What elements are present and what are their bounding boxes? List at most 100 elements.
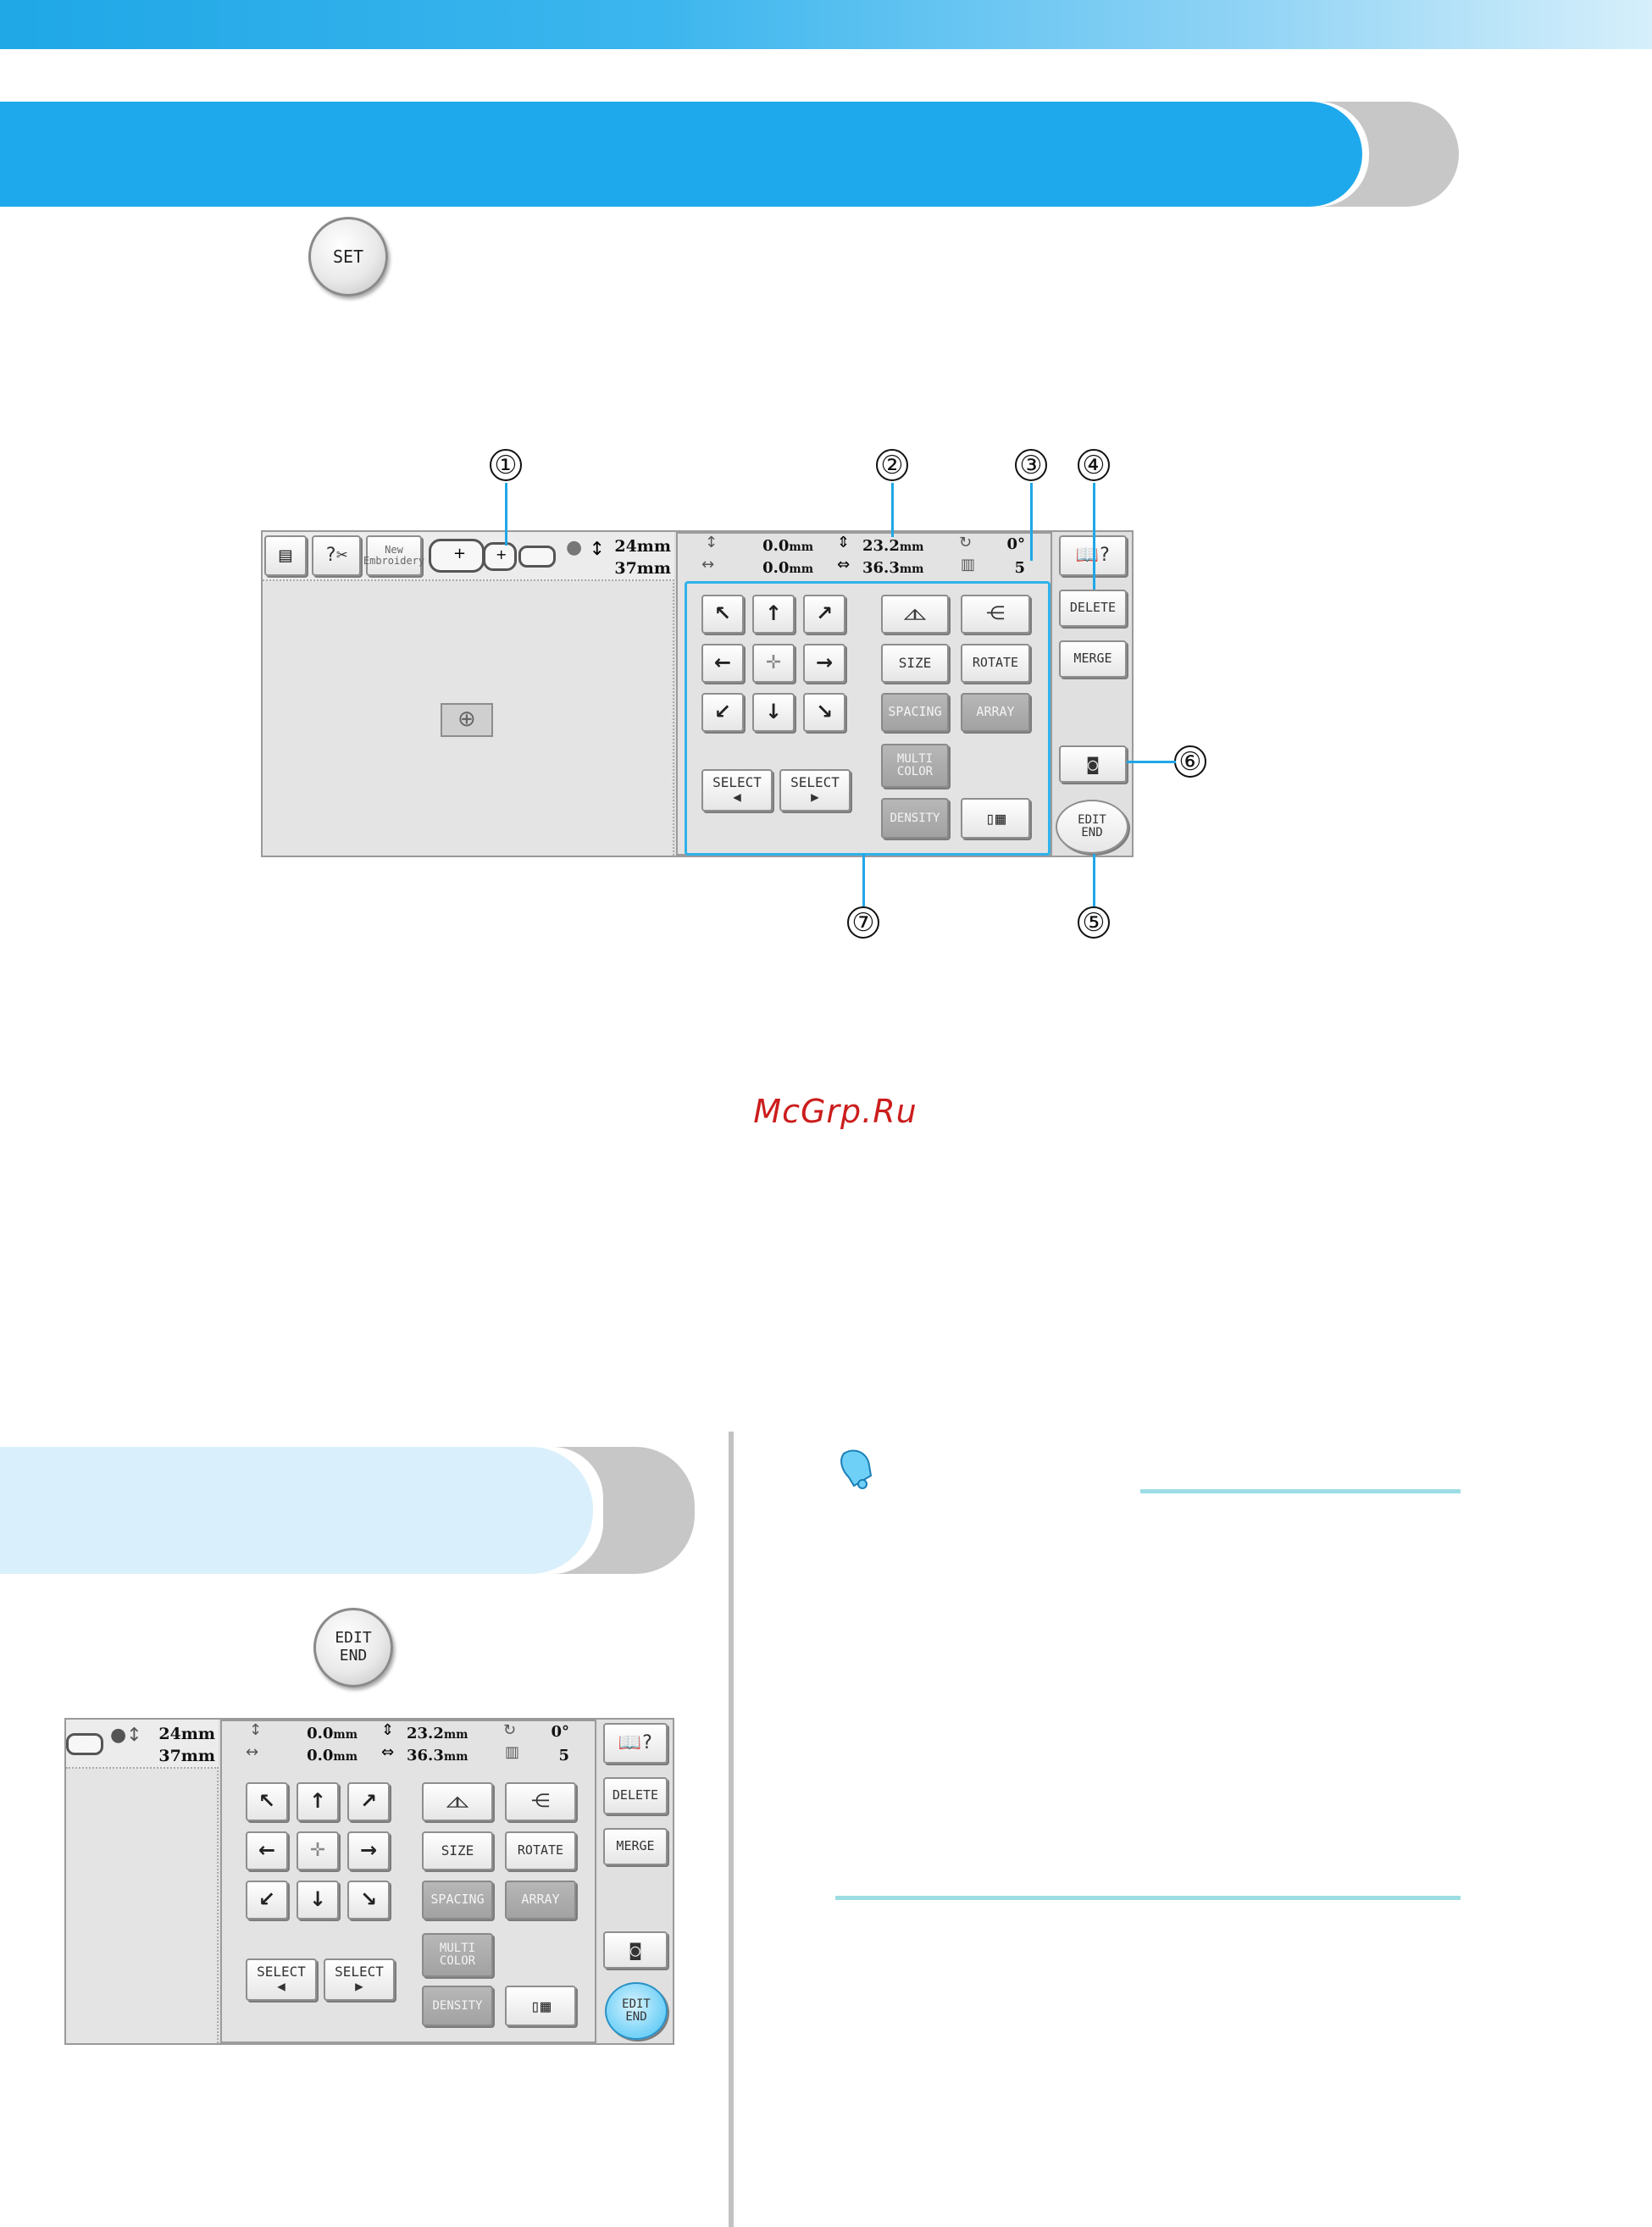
- pattern-list-button[interactable]: ▤: [264, 535, 307, 576]
- select-prev-arrow-icon: ◀: [277, 1978, 285, 1994]
- multi-color-label-1: MULTI: [896, 752, 934, 767]
- callout-1: ①: [490, 449, 522, 481]
- callout-7-line: [862, 854, 865, 906]
- arrow-right-icon: →: [815, 651, 834, 675]
- move-up-left-button[interactable]: ↖: [701, 595, 744, 634]
- arrow-up-right-icon: ↗: [815, 601, 834, 626]
- left-section-banner: [0, 1447, 593, 1574]
- thread-color-button[interactable]: ▯▦: [961, 798, 1030, 839]
- density-label: DENSITY: [890, 811, 940, 825]
- multi-color-label-1: MULTI: [439, 1942, 476, 1956]
- angle-value: 0°: [1006, 535, 1025, 553]
- delete-button[interactable]: DELETE: [1059, 590, 1127, 627]
- screen-edit-end-button-small[interactable]: EDIT END: [605, 1982, 668, 2040]
- arrow-up-left-icon: ↖: [258, 1789, 276, 1814]
- pattern-thumbnail: ⊕: [441, 703, 493, 737]
- border-button-small[interactable]: ⋲: [505, 1782, 576, 1821]
- thread-spool-icon-small: ▥: [505, 1743, 520, 1761]
- center-button[interactable]: ✛: [752, 644, 795, 683]
- help-machine-button[interactable]: ?✂: [312, 535, 361, 576]
- move-down-left-button-small[interactable]: ↙: [246, 1881, 288, 1920]
- arrow-left-icon: ←: [713, 651, 732, 675]
- move-up-right-button-small[interactable]: ↗: [347, 1782, 390, 1821]
- merge-label: MERGE: [616, 1838, 655, 1854]
- size-button-small[interactable]: SIZE: [422, 1831, 493, 1870]
- select-previous-button-small[interactable]: SELECT ◀: [246, 1958, 317, 2001]
- select-next-button[interactable]: SELECT ▶: [779, 769, 851, 812]
- horizontal-position-icon: ↔: [701, 556, 715, 573]
- screen-edit-end-label-1: EDIT: [622, 1997, 651, 2012]
- arrow-up-left-icon: ↖: [713, 601, 732, 626]
- delete-label: DELETE: [612, 1787, 659, 1803]
- size-height-value: 23.2mm: [862, 537, 924, 555]
- spacing-button-small: SPACING: [422, 1881, 493, 1920]
- move-down-left-button[interactable]: ↙: [701, 693, 744, 732]
- multi-color-label-2: COLOR: [439, 1954, 476, 1968]
- delete-button-small[interactable]: DELETE: [603, 1777, 668, 1814]
- arrow-down-right-icon: ↘: [359, 1887, 378, 1912]
- rotate-label: ROTATE: [517, 1842, 564, 1859]
- thread-palette-icon: ▯▦: [529, 1995, 552, 2016]
- mirror-button-small[interactable]: ◿◺: [422, 1782, 493, 1821]
- select-prev-label: SELECT: [712, 774, 762, 791]
- select-previous-button[interactable]: SELECT ◀: [701, 769, 773, 812]
- move-down-button[interactable]: ↓: [752, 693, 795, 732]
- multi-color-button-small: MULTI COLOR: [422, 1933, 493, 1977]
- array-label: ARRAY: [976, 704, 1015, 720]
- hoop-medium-icon: +: [483, 542, 517, 571]
- help-question-icon: ?✂: [324, 545, 348, 567]
- needle-color-icon: ●: [566, 537, 583, 558]
- vertical-position-icon-small: ↕: [249, 1721, 263, 1739]
- new-embroidery-button[interactable]: New Embroidery: [363, 535, 425, 576]
- mirror-icon: ◿◺: [446, 1791, 469, 1813]
- border-button[interactable]: ⋲: [961, 595, 1030, 634]
- move-left-button[interactable]: ←: [701, 644, 744, 683]
- select-next-button-small[interactable]: SELECT ▶: [324, 1958, 395, 2001]
- size-label: SIZE: [898, 654, 932, 671]
- move-up-button[interactable]: ↑: [752, 595, 795, 634]
- move-down-right-button[interactable]: ↘: [803, 693, 845, 732]
- edit-end-key[interactable]: EDIT END: [313, 1608, 393, 1687]
- move-up-left-button-small[interactable]: ↖: [246, 1782, 288, 1821]
- callout-5-line: [1093, 854, 1095, 906]
- rotate-button[interactable]: ROTATE: [961, 644, 1030, 683]
- move-down-button-small[interactable]: ↓: [297, 1881, 339, 1920]
- arrow-left-icon: ←: [258, 1838, 276, 1863]
- callout-3-line: [1030, 483, 1033, 561]
- embroidery-frame-button-small[interactable]: ◙: [603, 1931, 668, 1969]
- move-up-button-small[interactable]: ↑: [297, 1782, 339, 1821]
- size-button[interactable]: SIZE: [881, 644, 949, 683]
- embroidery-frame-button[interactable]: ◙: [1059, 745, 1127, 783]
- callout-3: ③: [1015, 449, 1047, 481]
- size-label: SIZE: [441, 1842, 474, 1859]
- callout-4: ④: [1078, 449, 1110, 481]
- move-left-button-small[interactable]: ←: [246, 1831, 288, 1870]
- move-up-right-button[interactable]: ↗: [803, 595, 845, 634]
- merge-button-small[interactable]: MERGE: [603, 1828, 668, 1865]
- help-button-small[interactable]: 📖?: [603, 1723, 668, 1764]
- edit-end-key-label-1: EDIT: [335, 1629, 372, 1648]
- move-right-button[interactable]: →: [803, 644, 845, 683]
- arrow-right-icon: →: [359, 1838, 378, 1863]
- width-icon-small: ⇔: [381, 1743, 395, 1761]
- density-button: DENSITY: [881, 798, 949, 839]
- center-button-small[interactable]: ✛: [297, 1831, 339, 1870]
- rotate-button-small[interactable]: ROTATE: [505, 1831, 576, 1870]
- callout-6: ⑥: [1174, 745, 1206, 778]
- move-right-button-small[interactable]: →: [347, 1831, 390, 1870]
- position-y-value: 0.0mm: [762, 537, 813, 555]
- set-key[interactable]: SET: [308, 217, 388, 296]
- size-width-value-small: 36.3mm: [407, 1747, 468, 1764]
- arrow-up-icon: ↑: [308, 1789, 327, 1814]
- screen-edit-end-button[interactable]: EDIT END: [1056, 800, 1128, 854]
- select-next-label: SELECT: [335, 1964, 384, 1980]
- new-embroidery-label-2: Embroidery: [363, 555, 425, 567]
- thread-color-button-small[interactable]: ▯▦: [505, 1986, 576, 2026]
- move-down-right-button-small[interactable]: ↘: [347, 1881, 390, 1920]
- edit-end-key-label-2: END: [339, 1647, 368, 1665]
- merge-button[interactable]: MERGE: [1059, 640, 1127, 678]
- select-next-arrow-icon: ▶: [355, 1978, 363, 1994]
- hoop-small-icon: [518, 546, 556, 568]
- mirror-button[interactable]: ◿◺: [881, 595, 949, 634]
- size-width-value: 36.3mm: [862, 559, 924, 577]
